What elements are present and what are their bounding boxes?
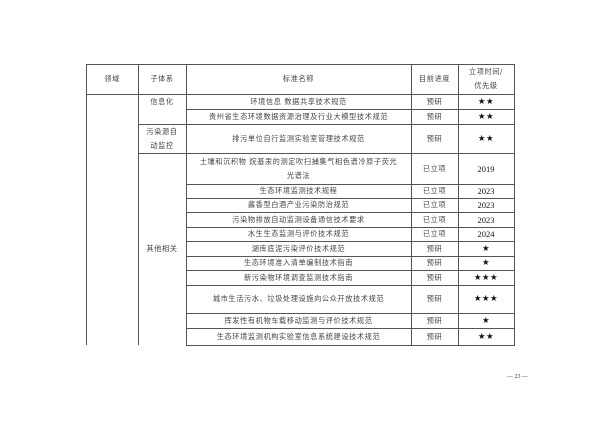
priority-stars: ★★★ <box>473 272 499 283</box>
progress: 预研 <box>426 315 443 325</box>
approval-year: 2023 <box>477 186 495 196</box>
header-progress: 目前进度 <box>418 74 451 83</box>
col-divider-subsystem <box>186 64 187 345</box>
progress: 预研 <box>426 111 443 121</box>
header-domain: 领域 <box>104 74 120 83</box>
approval-year: 2019 <box>477 163 495 174</box>
row-divider <box>186 227 515 228</box>
progress: 预研 <box>426 258 443 267</box>
priority-stars: ★★ <box>477 111 495 122</box>
progress: 预研 <box>426 294 443 303</box>
table-border-left <box>86 64 87 345</box>
subsystem-informatization: 信息化 <box>150 96 174 106</box>
priority-stars: ★ <box>481 258 491 268</box>
progress: 已立项 <box>422 163 447 173</box>
row-divider <box>186 270 515 271</box>
row-divider <box>186 212 515 213</box>
row-divider <box>186 184 515 185</box>
row-divider <box>186 328 515 329</box>
standard-name: 生态环境准入清单编制技术指南 <box>243 258 354 267</box>
standard-name: 水生生态监测与评价技术规范 <box>247 229 350 238</box>
row-divider <box>186 256 515 257</box>
standard-name: 新污染物环境调查监测技术指南 <box>243 272 354 282</box>
col-divider-domain <box>138 64 139 345</box>
standard-name: 排污单位自行监测实验室管理技术规范 <box>232 133 365 143</box>
standard-name: 污染物排放自动监测设备通信技术要求 <box>232 214 365 224</box>
approval-year: 2024 <box>477 229 495 239</box>
standard-name: 城市生活污水、垃圾处理设施向公众开放技术规范 <box>212 294 385 303</box>
row-divider <box>186 241 515 242</box>
standard-name: 土壤和沉积物 烷基汞的测定吹扫捕集气相色谱冷原子荧光光谱法 <box>199 156 398 180</box>
col-divider-name <box>411 64 412 345</box>
col-divider-progress <box>458 64 459 345</box>
approval-year: 2023 <box>477 200 495 210</box>
row-divider <box>138 124 515 125</box>
standard-name: 贵州省生态环境数据资源治理及行业大模型技术规范 <box>208 111 389 121</box>
subsystem-pollution-monitoring: 污染源自动监控 <box>146 126 178 150</box>
priority-stars: ★★ <box>477 331 495 342</box>
standard-name: 酱香型白酒产业污染防治规范 <box>247 200 350 209</box>
standard-name: 湖库底泥污染评价技术规范 <box>251 243 346 253</box>
header-standard-name: 标准名称 <box>282 74 315 83</box>
row-divider <box>186 198 515 199</box>
table-border-right <box>514 64 515 345</box>
table-border-bottom <box>186 345 515 346</box>
standard-name: 生态环境监测机构实验室信息系统建设技术规范 <box>216 331 381 341</box>
approval-year: 2023 <box>477 214 495 225</box>
priority-stars: ★ <box>481 243 491 254</box>
progress: 预研 <box>426 96 443 106</box>
table-border-top <box>86 64 515 65</box>
subsystem-other: 其他相关 <box>146 244 178 253</box>
progress: 预研 <box>426 331 443 341</box>
row-divider <box>186 109 515 110</box>
priority-stars: ★ <box>481 315 491 326</box>
progress: 已立项 <box>422 186 447 195</box>
header-time-priority: 立项时间/优先级 <box>468 67 504 90</box>
priority-stars: ★★ <box>477 96 495 107</box>
progress: 已立项 <box>422 200 447 209</box>
progress: 已立项 <box>422 214 447 224</box>
priority-stars: ★★ <box>477 133 495 144</box>
row-divider <box>186 285 515 286</box>
priority-stars: ★★★ <box>473 294 499 304</box>
progress: 预研 <box>426 272 443 282</box>
progress: 已立项 <box>422 229 447 238</box>
progress: 预研 <box>426 133 443 143</box>
page-number: — 23 — <box>507 374 528 380</box>
header-subsystem: 子体系 <box>150 74 174 83</box>
header-divider <box>86 94 515 95</box>
row-divider <box>138 153 515 154</box>
standard-name: 生态环境监测技术规程 <box>259 186 338 195</box>
row-divider <box>186 313 515 314</box>
progress: 预研 <box>426 243 443 253</box>
standard-name: 环境信息 数据共享技术规范 <box>250 96 347 106</box>
standard-name: 挥发性有机物车载移动监测与评价技术规范 <box>224 315 373 325</box>
